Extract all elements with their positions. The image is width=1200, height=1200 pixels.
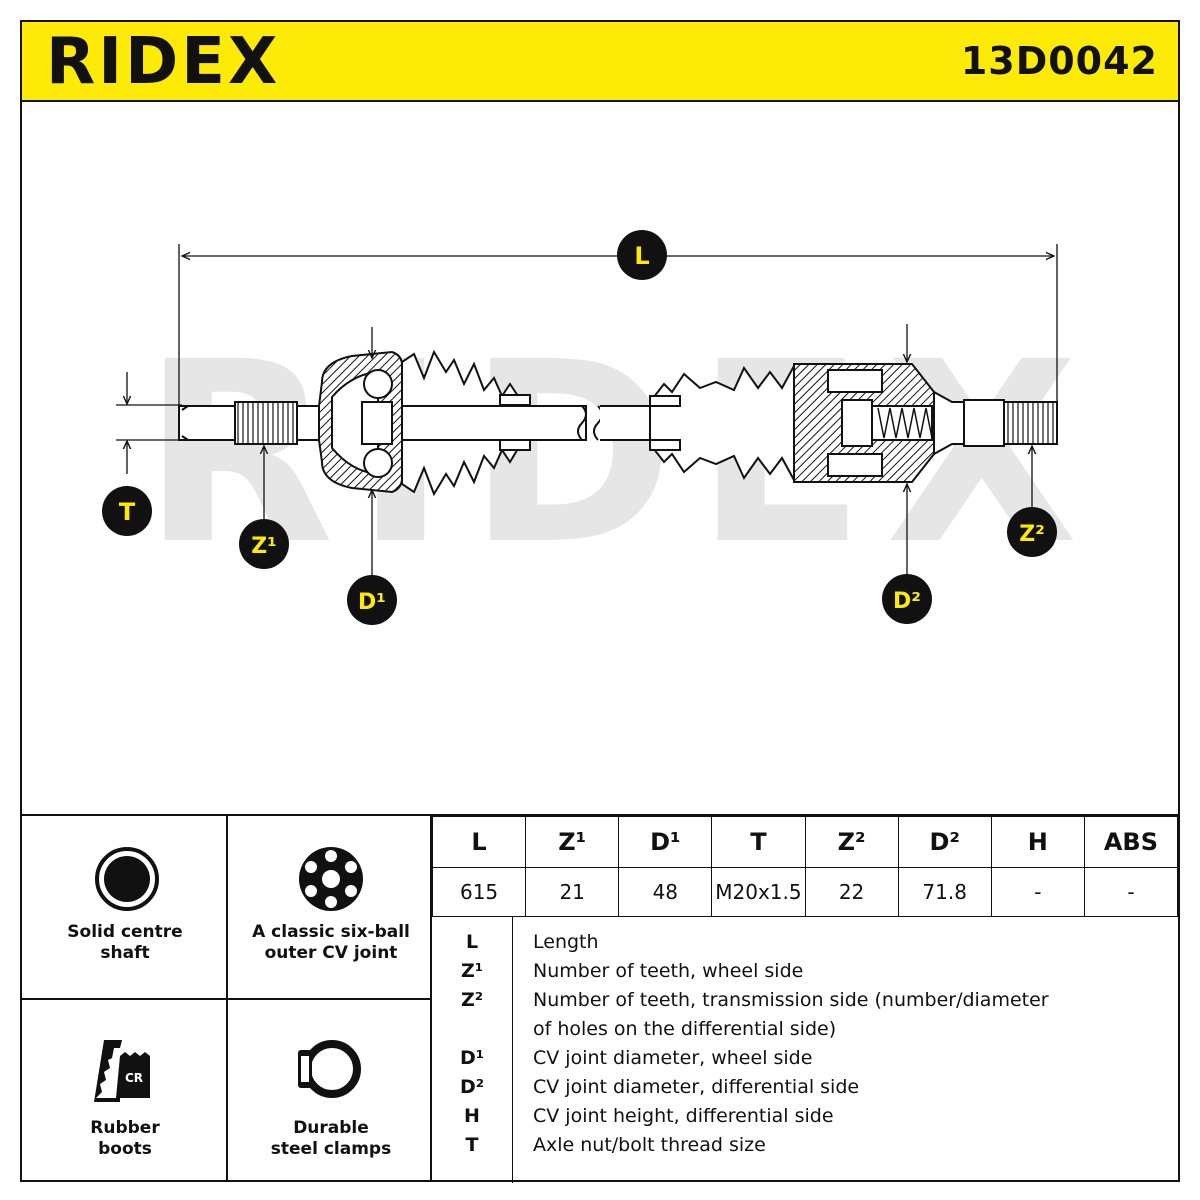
spec-value: 48 [618,867,713,917]
feature-text-line: A classic six-ball [252,922,410,942]
header-bar: RIDEX 13D0042 [22,22,1178,102]
legend-key: T [465,1134,479,1156]
label-L: L [617,230,667,280]
feature-divider-h [22,998,430,1000]
svg-text:L: L [634,242,649,270]
product-sheet: RIDEX 13D0042 RIDEX [20,20,1180,1183]
spec-value: M20x1.5 [711,867,806,917]
spec-header: L [431,816,527,868]
svg-text:D¹: D¹ [358,590,386,615]
legend-text: of holes on the differential side) [533,1018,837,1040]
steel-clamp-icon [298,1040,361,1098]
boot-badge: CR [125,1071,143,1085]
legend-key: Z¹ [460,960,484,982]
svg-text:T: T [119,498,136,526]
legend-text: CV joint diameter, wheel side [533,1047,813,1069]
spec-table-header-row: L Z¹ D¹ T Z² D² H ABS [431,816,1179,868]
legend-key: Z² [460,989,484,1011]
legend-text: Axle nut/bolt thread size [533,1134,766,1156]
legend-text: Number of teeth, transmission side (numb… [533,989,1049,1011]
rubber-boot-icon: CR [94,1040,150,1102]
leader-lines [264,324,1032,582]
feature-text-line: Rubber [90,1118,160,1138]
label-Z1: Z¹ [239,519,289,569]
spec-table: L Z¹ D¹ T Z² D² H ABS 615 21 48 M20x1.5 … [431,816,1179,917]
legend-text: CV joint diameter, differential side [533,1076,860,1098]
legend-key: D² [459,1076,485,1098]
drive-shaft [178,349,1058,497]
spec-value: 22 [804,867,899,917]
svg-text:D²: D² [893,589,921,614]
feature-text-line: boots [98,1139,152,1159]
feature-text-line: steel clamps [270,1139,392,1159]
label-Z2: Z² [1007,507,1057,557]
spec-header: H [990,816,1085,868]
feature-rubber-boots: CR Rubber boots [22,1000,228,1182]
feature-solid-shaft: Solid centre shaft [22,816,228,998]
legend: L Length Z¹ Number of teeth, wheel side … [432,916,1178,1183]
legend-key-column [432,917,513,1183]
legend-key: H [464,1105,480,1127]
info-panel: Solid centre shaft A classic six-ball ou… [22,814,1179,1183]
spec-header: Z¹ [525,816,620,868]
feature-text-line: shaft [100,943,150,963]
legend-text: Number of teeth, wheel side [533,960,804,982]
feature-divider-v2 [430,816,432,1182]
spec-header: T [711,816,806,868]
feature-text-line: Durable [293,1118,369,1138]
svg-text:Z²: Z² [1019,522,1045,547]
legend-key: L [465,931,479,953]
spec-value: 71.8 [897,867,992,917]
feature-text-line: Solid centre [67,922,183,942]
legend-text: CV joint height, differential side [533,1105,834,1127]
brand-logo: RIDEX [46,25,281,99]
legend-key: D¹ [459,1047,485,1069]
spec-header: D¹ [618,816,713,868]
feature-text-line: outer CV joint [264,943,398,963]
drive-shaft-diagram: RIDEX [102,230,1078,625]
spec-value: 21 [525,867,620,917]
legend-text: Length [533,931,599,953]
spec-value: 615 [431,867,527,917]
spec-table-value-row: 615 21 48 M20x1.5 22 71.8 - - [431,867,1179,917]
svg-text:Z¹: Z¹ [251,534,277,559]
feature-steel-clamps: Durable steel clamps [228,1000,434,1182]
six-ball-joint-icon [299,847,363,911]
solid-shaft-icon [95,847,159,911]
label-D2: D² [882,574,932,624]
spec-value: - [990,867,1085,917]
label-T: T [102,486,152,536]
feature-six-ball-joint: A classic six-ball outer CV joint [228,816,434,998]
spec-header: D² [897,816,992,868]
label-D1: D¹ [347,575,397,625]
thread-dimension [116,372,182,474]
spec-header: ABS [1083,816,1179,868]
spec-header: Z² [804,816,899,868]
part-number: 13D0042 [960,39,1158,83]
spec-value: - [1083,867,1179,917]
